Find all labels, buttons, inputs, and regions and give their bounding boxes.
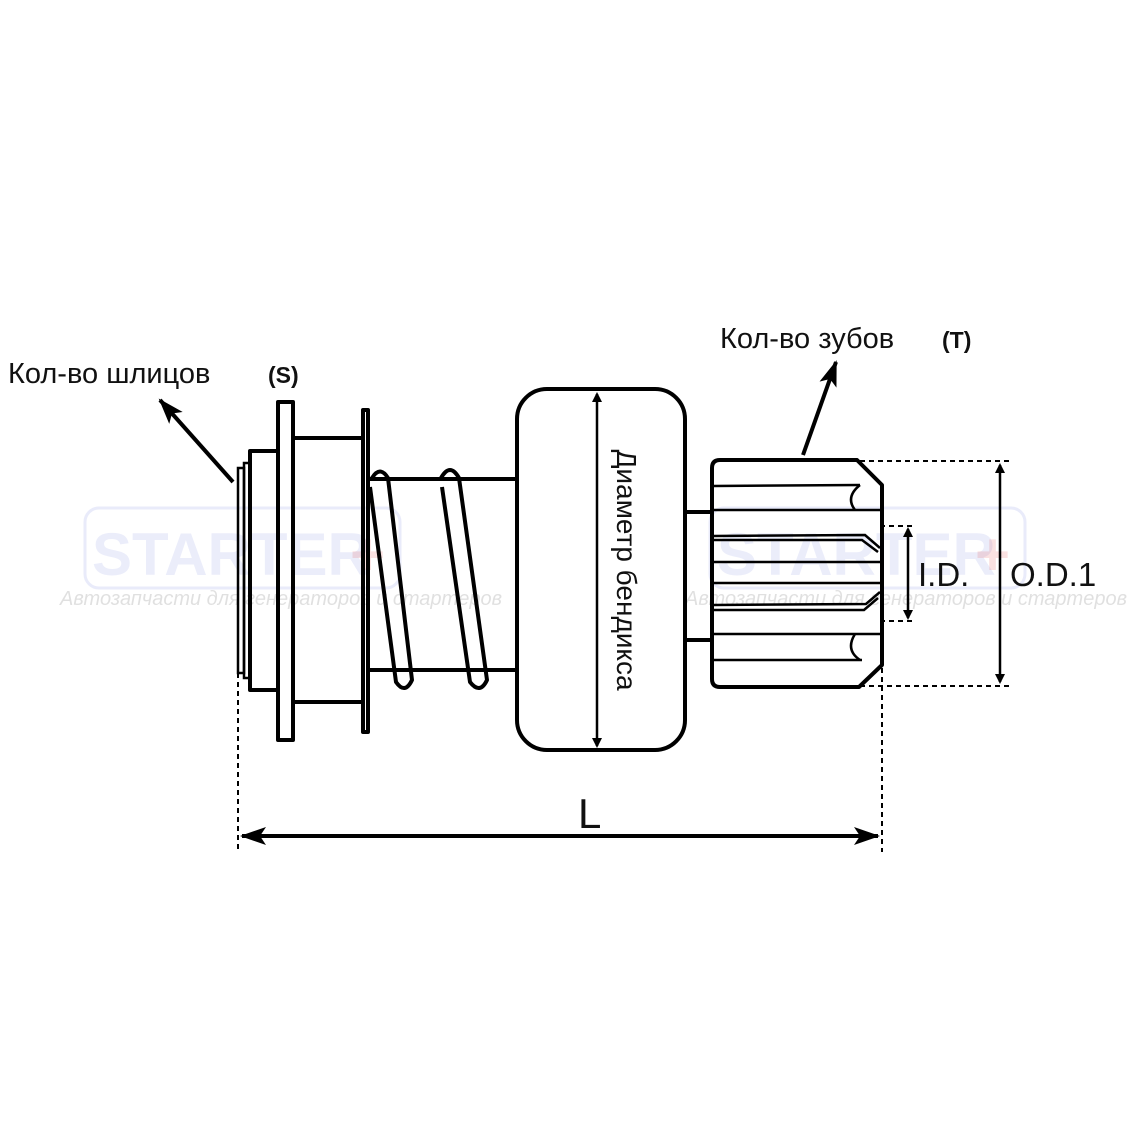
teeth-symbol: (T) bbox=[942, 327, 971, 353]
splines-label: Кол-во шлицов bbox=[8, 358, 210, 390]
drive-diameter-label: Диаметр бендикса bbox=[611, 449, 642, 691]
svg-text:Автозапчасти для генераторов и: Автозапчасти для генераторов и стартеров bbox=[59, 588, 502, 610]
pinion-gear bbox=[710, 458, 884, 689]
teeth-leader-arrow bbox=[801, 360, 838, 456]
outer-diameter-label: O.D.1 bbox=[1010, 556, 1096, 593]
svg-text:STARTER: STARTER bbox=[92, 521, 371, 588]
pinion-teeth bbox=[712, 483, 881, 662]
splines-symbol: (S) bbox=[268, 362, 299, 388]
collar-plate bbox=[361, 408, 370, 734]
svg-text:STARTER: STARTER bbox=[717, 521, 996, 588]
length-label: L bbox=[578, 790, 601, 837]
svg-text:+: + bbox=[975, 521, 1010, 588]
spring bbox=[368, 468, 489, 690]
drive-body bbox=[236, 387, 884, 752]
splines-leader-arrow bbox=[158, 398, 235, 484]
watermark-left: STARTER + Автозапчасти для генераторов и… bbox=[59, 506, 502, 610]
teeth-label: Кол-во зубов bbox=[720, 323, 894, 355]
dimension-lines bbox=[237, 392, 1012, 852]
pinion-shaft bbox=[685, 510, 712, 642]
clutch-housing bbox=[515, 387, 687, 752]
inner-diameter-label: I.D. bbox=[918, 556, 969, 593]
